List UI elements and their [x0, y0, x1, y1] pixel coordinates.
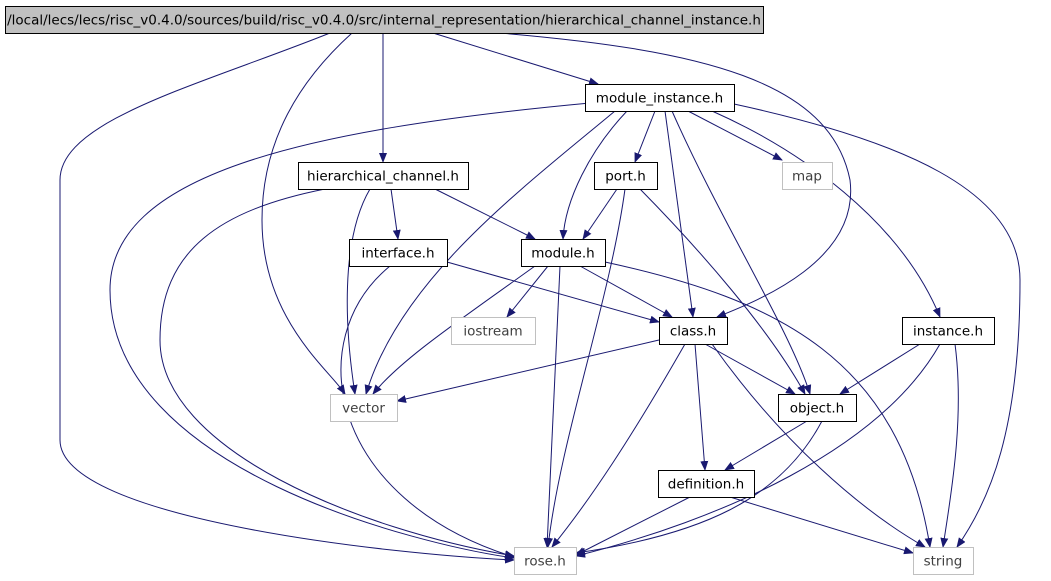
edge-module_instance-to-port: [634, 110, 656, 163]
edge-object-to-definition: [724, 420, 808, 471]
node-module-box: [521, 239, 606, 267]
node-interface-box: [349, 239, 448, 267]
node-map-label: map: [792, 169, 822, 185]
edge-module-to-iostream: [506, 265, 549, 318]
edge-module_instance-to-instance: [711, 110, 941, 318]
edge-class-to-rose: [551, 343, 686, 548]
edge-module_instance-to-class: [664, 110, 696, 318]
node-port[interactable]: port.h: [594, 162, 658, 190]
edge-hierarchical_channel-to-interface: [390, 188, 401, 240]
node-port-box: [594, 162, 658, 190]
edge-class-to-definition: [694, 343, 709, 471]
node-class[interactable]: class.h: [659, 317, 728, 345]
node-map-box: [782, 162, 833, 190]
node-root-box: [5, 6, 764, 34]
node-module-label: module.h: [531, 246, 594, 262]
edge-class-to-object: [704, 343, 796, 395]
node-class-box: [659, 317, 728, 345]
node-string-label: string: [924, 554, 963, 570]
node-module-instance-label: module_instance.h: [596, 91, 723, 107]
node-map: map: [782, 162, 833, 190]
edge-module-to-rose: [543, 265, 561, 548]
node-rose: rose.h: [514, 547, 577, 575]
edge-module_instance-to-module: [559, 110, 628, 240]
edge-module-to-vector: [372, 265, 536, 395]
node-instance-box: [902, 317, 995, 345]
node-class-label: class.h: [670, 324, 716, 340]
node-port-label: port.h: [605, 169, 646, 185]
node-instance[interactable]: instance.h: [902, 317, 995, 345]
node-vector: vector: [330, 394, 398, 422]
node-interface[interactable]: interface.h: [349, 239, 448, 267]
node-definition-box: [658, 470, 755, 498]
node-module[interactable]: module.h: [521, 239, 606, 267]
edge-module_instance-to-vector: [364, 110, 616, 395]
node-object-box: [778, 394, 857, 422]
edge-root-to-rose: [59, 32, 515, 564]
edge-hierarchical_channel-to-vector: [346, 188, 371, 395]
node-iostream-box: [451, 317, 536, 345]
node-vector-label: vector: [342, 401, 385, 417]
edge-port-to-module: [582, 188, 618, 240]
edge-instance-to-string: [940, 343, 959, 548]
node-hierarchical-channel-box: [298, 162, 469, 190]
edge-definition-to-rose: [575, 496, 691, 556]
edge-instance-to-rose: [575, 343, 941, 558]
node-instance-label: instance.h: [913, 324, 983, 340]
node-root-label: /local/lecs/lecs/risc_v0.4.0/sources/bui…: [7, 13, 761, 29]
node-iostream-label: iostream: [463, 324, 522, 340]
node-iostream: iostream: [451, 317, 536, 345]
node-module-instance-box: [585, 84, 735, 112]
edge-definition-to-string: [729, 496, 914, 555]
node-root: /local/lecs/lecs/risc_v0.4.0/sources/bui…: [5, 6, 764, 34]
node-object[interactable]: object.h: [778, 394, 857, 422]
edge-module_instance-to-rose: [109, 102, 591, 561]
edge-module_instance-to-map: [687, 110, 783, 161]
edge-instance-to-object: [839, 343, 921, 395]
node-string-box: [913, 547, 974, 575]
node-rose-box: [514, 547, 577, 575]
edge-module-to-string: [604, 261, 933, 548]
node-definition-label: definition.h: [668, 477, 744, 493]
edge-interface-to-class: [446, 261, 660, 324]
edge-hierarchical_channel-to-module: [434, 188, 536, 240]
edge-module_instance-to-object: [671, 110, 812, 395]
edge-root-to-module_instance: [432, 32, 599, 86]
node-hierarchical-channel[interactable]: hierarchical_channel.h: [298, 162, 469, 190]
node-hierarchical-channel-label: hierarchical_channel.h: [307, 169, 459, 185]
node-vector-box: [330, 394, 398, 422]
node-object-label: object.h: [790, 401, 844, 417]
edge-class-to-string: [711, 343, 926, 548]
edge-hierarchical_channel-to-rose: [159, 188, 515, 559]
edge-port-to-rose: [545, 188, 626, 548]
node-rose-label: rose.h: [524, 554, 566, 570]
edge-class-to-vector: [396, 339, 660, 403]
edge-object-to-rose: [575, 420, 823, 556]
node-module-instance[interactable]: module_instance.h: [585, 84, 735, 112]
edge-port-to-object: [639, 188, 806, 395]
node-string: string: [913, 547, 974, 575]
edge-root-to-class: [499, 32, 852, 318]
node-interface-label: interface.h: [361, 246, 434, 262]
node-definition[interactable]: definition.h: [658, 470, 755, 498]
edge-module_instance-to-string: [733, 103, 1021, 548]
edge-root-to-vector: [261, 32, 353, 395]
edge-module-to-class: [579, 265, 673, 318]
